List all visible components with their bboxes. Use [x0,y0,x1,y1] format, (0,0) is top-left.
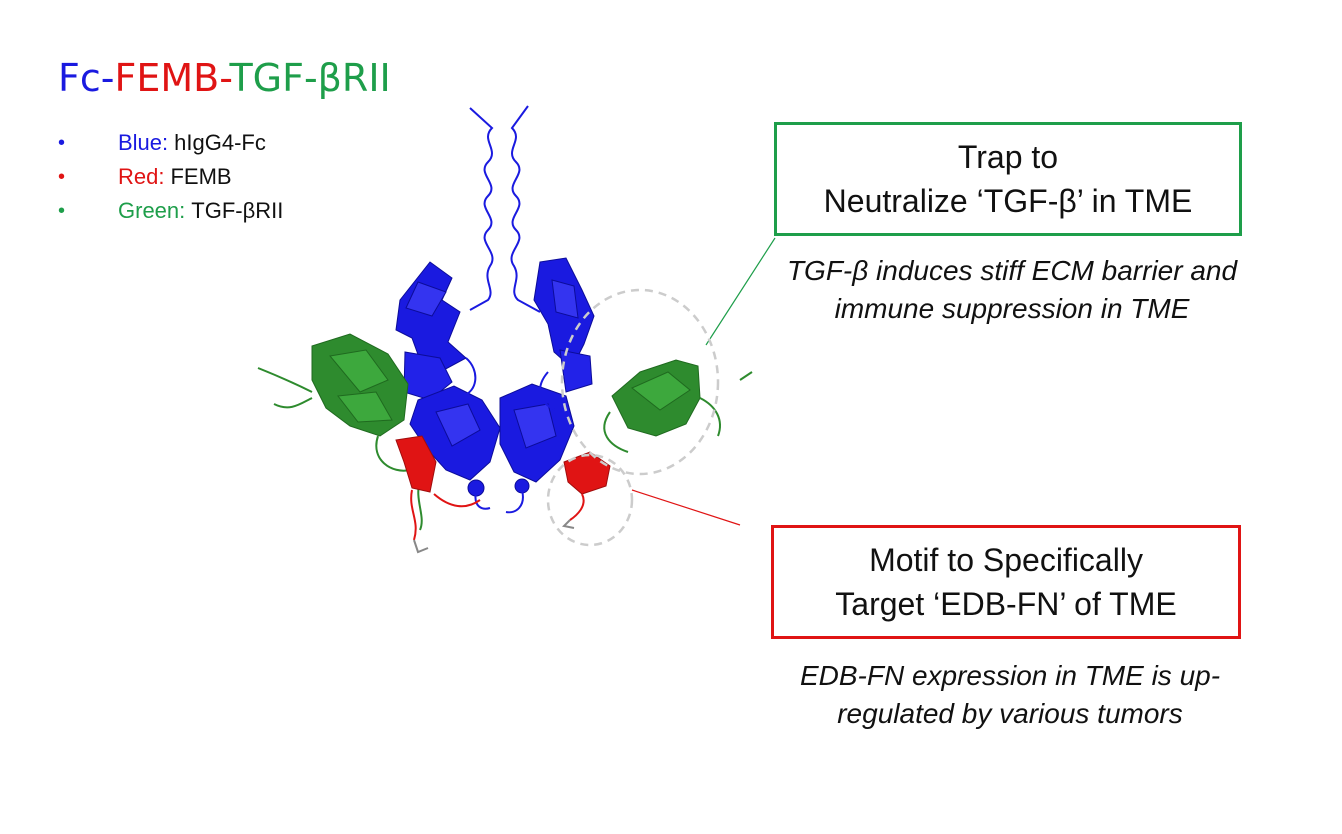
legend-item-green: • Green: TGF-βRII [58,194,283,228]
highlight-circle-tgf [560,288,720,476]
callout-line: Neutralize ‘TGF-β’ in TME [823,183,1193,219]
callout-line: Target ‘EDB-FN’ of TME [835,586,1177,622]
title-separator: - [219,56,230,100]
legend-value: hIgG4-Fc [174,130,266,155]
note-tgf: TGF-β induces stiff ECM barrier and immu… [786,255,1238,324]
legend-key: Green: [118,198,186,223]
title-femb: FEMB [114,56,220,100]
grey-tail [413,539,429,554]
fc-loops [461,357,557,514]
tgf-domains [311,333,701,437]
legend-key: Blue: [118,130,169,155]
callout-tgf-trap: Trap to Neutralize ‘TGF-β’ in TME [774,122,1242,236]
title-tgf: TGF-βRII [229,56,391,100]
grey-tail [561,519,575,529]
bullet-icon: • [58,166,66,188]
color-legend: • Blue: hIgG4-Fc • Red: FEMB • Green: TG… [58,126,283,228]
connector-line-red [631,489,741,526]
connector-line-green [705,237,776,346]
highlight-circle-femb [546,453,634,547]
title-fc: Fc [58,56,101,100]
callout-line: Motif to Specifically [869,542,1143,578]
tgf-loops [257,367,753,531]
legend-item-red: • Red: FEMB [58,160,283,194]
legend-key: Red: [118,164,165,189]
legend-value: FEMB [170,164,232,189]
note-edb: EDB-FN expression in TME is up-regulated… [799,660,1221,729]
callout-line: Trap to [957,139,1059,175]
legend-value: TGF-βRII [191,198,284,223]
diagram-title: Fc-FEMB-TGF-βRII [58,54,391,102]
femb-loops [410,489,585,541]
callout-edb-motif: Motif to Specifically Target ‘EDB-FN’ of… [771,525,1241,639]
legend-item-blue: • Blue: hIgG4-Fc [58,126,283,160]
title-separator: - [100,56,115,100]
fc-hinge [469,105,541,313]
bullet-icon: • [58,132,66,154]
bullet-icon: • [58,200,66,222]
fc-domains [395,257,595,497]
